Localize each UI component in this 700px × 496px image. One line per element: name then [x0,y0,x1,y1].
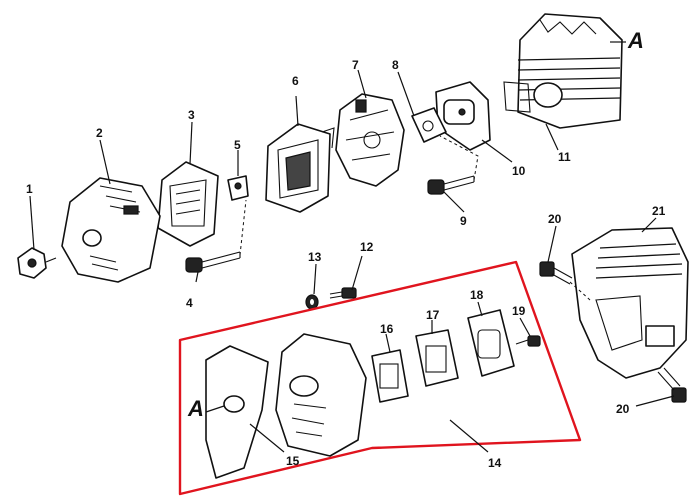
reference-mark-plate: A [188,396,204,421]
part-cylinder [503,13,623,129]
callout-9: 9 [460,214,467,228]
part-air-filter-holder [265,123,335,213]
part-bolt-19 [515,335,541,347]
part-carb-gasket [411,107,447,143]
callout-10: 10 [512,164,526,178]
part-screw-12 [329,287,357,299]
callout-5: 5 [234,138,241,152]
callout-20-bottom: 20 [616,402,630,416]
callout-11: 11 [558,150,571,164]
callout-16: 16 [380,322,394,336]
callout-3: 3 [188,108,195,122]
part-washer-13 [305,294,319,310]
callout-15: 15 [286,454,300,468]
leader-lines [29,69,675,453]
callout-4: 4 [186,296,193,310]
part-gasket-16 [371,349,409,403]
ref-arrow-plate [205,405,225,413]
part-gasket-17 [415,329,459,387]
part-muffler-cover [571,227,689,379]
callout-12: 12 [360,240,374,254]
part-intake-manifold [435,81,491,151]
callout-14: 14 [488,456,502,470]
callout-21: 21 [652,204,666,218]
part-bolt-4 [185,199,247,273]
callout-6: 6 [292,74,299,88]
part-knob [17,247,57,279]
part-gasket-18 [467,309,515,377]
callout-13: 13 [308,250,322,264]
part-clip [227,175,249,201]
callout-7: 7 [352,58,359,72]
part-bolt-20-top [539,261,591,301]
callout-19: 19 [512,304,526,318]
part-carburetor [335,93,405,187]
part-air-filter [157,161,219,247]
part-heat-shield-plate [205,345,269,479]
part-bolt-20-bottom [657,367,687,403]
callout-18: 18 [470,288,484,302]
callout-17: 17 [426,308,440,322]
callout-20-top: 20 [548,212,562,226]
part-muffler [275,333,367,457]
reference-mark-cylinder: A [628,28,644,53]
highlight-box-muffler-kit [178,260,582,496]
part-filter-cover [61,177,161,283]
part-bolt-9 [427,135,479,195]
callout-2: 2 [96,126,103,140]
callout-1: 1 [26,182,33,196]
callout-8: 8 [392,58,399,72]
